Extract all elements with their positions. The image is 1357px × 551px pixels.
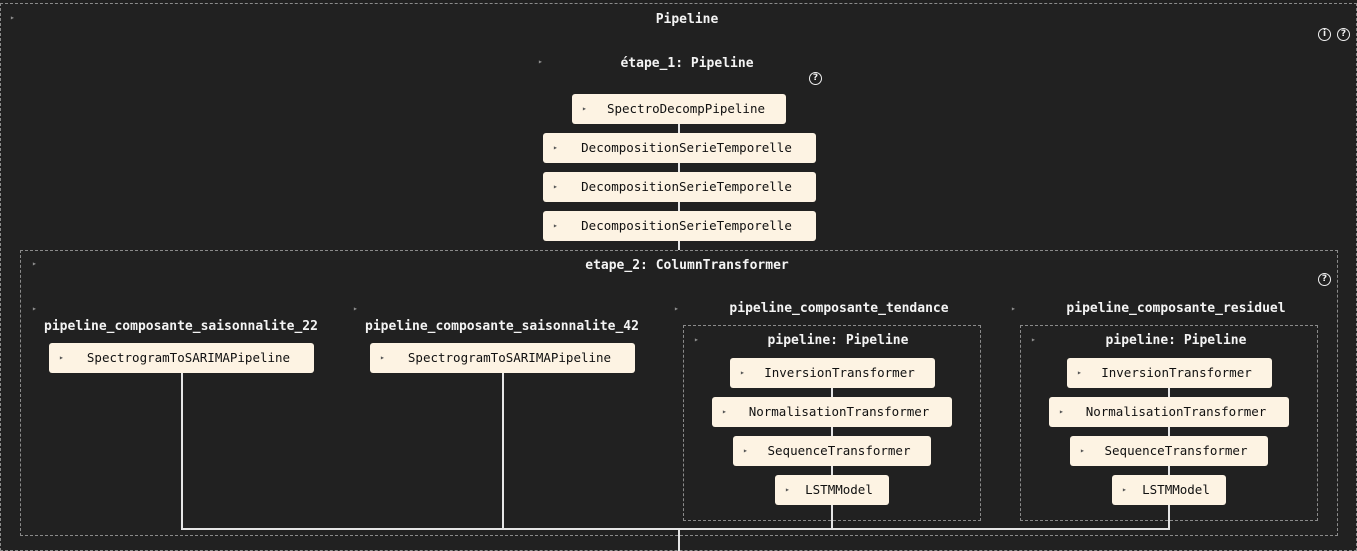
toggle-icon: ▸ xyxy=(553,182,558,191)
connector-line xyxy=(181,528,1170,530)
estimator-sarima-22[interactable]: ▸ SpectrogramToSARIMAPipeline xyxy=(49,343,314,373)
estimator-label: SpectrogramToSARIMAPipeline xyxy=(86,350,291,365)
col3-step-normalisation[interactable]: ▸ NormalisationTransformer xyxy=(712,397,952,427)
info-icon[interactable]: i xyxy=(1318,28,1331,41)
root-pipeline-title: Pipeline xyxy=(655,12,719,27)
step-label: NormalisationTransformer xyxy=(748,404,930,419)
connector-line xyxy=(502,373,504,530)
col3-step-inversion[interactable]: ▸ InversionTransformer xyxy=(730,358,935,388)
etape1-toggle-icon[interactable]: ▸ xyxy=(538,57,543,66)
step-label: DecompositionSerieTemporelle xyxy=(581,218,792,233)
col4-inner-toggle-icon[interactable]: ▸ xyxy=(1031,335,1036,344)
step-decomposition-3[interactable]: ▸ DecompositionSerieTemporelle xyxy=(543,211,816,241)
col4-step-normalisation[interactable]: ▸ NormalisationTransformer xyxy=(1049,397,1289,427)
etape1-help-icon[interactable]: ? xyxy=(809,72,822,85)
toggle-icon: ▸ xyxy=(1122,485,1127,494)
step-label: NormalisationTransformer xyxy=(1085,404,1267,419)
toggle-icon: ▸ xyxy=(722,407,727,416)
etape2-help-icon[interactable]: ? xyxy=(1318,273,1331,286)
col3-title: pipeline_composante_tendance xyxy=(729,301,949,316)
root-toggle-icon[interactable]: ▸ xyxy=(10,13,15,22)
step-label: DecompositionSerieTemporelle xyxy=(581,140,792,155)
col3-step-lstm[interactable]: ▸ LSTMModel xyxy=(775,475,889,505)
col3-inner-title: pipeline: Pipeline xyxy=(767,333,909,348)
step-spectrodecomp[interactable]: ▸ SpectroDecompPipeline xyxy=(572,94,786,124)
toggle-icon: ▸ xyxy=(743,446,748,455)
help-icon[interactable]: ? xyxy=(1337,28,1350,41)
toggle-icon: ▸ xyxy=(380,353,385,362)
toggle-icon: ▸ xyxy=(582,104,587,113)
toggle-icon: ▸ xyxy=(1080,446,1085,455)
connector-line xyxy=(181,373,183,530)
step-label: SequenceTransformer xyxy=(1104,443,1248,458)
step-decomposition-1[interactable]: ▸ DecompositionSerieTemporelle xyxy=(543,133,816,163)
col4-title: pipeline_composante_residuel xyxy=(1066,301,1286,316)
step-label: LSTMModel xyxy=(1142,482,1210,497)
col4-inner-title: pipeline: Pipeline xyxy=(1105,333,1247,348)
col2-toggle-icon[interactable]: ▸ xyxy=(353,304,358,313)
step-label: DecompositionSerieTemporelle xyxy=(581,179,792,194)
toggle-icon: ▸ xyxy=(553,143,558,152)
col4-toggle-icon[interactable]: ▸ xyxy=(1011,304,1016,313)
step-label: SpectroDecompPipeline xyxy=(606,101,766,116)
etape1-title: étape_1: Pipeline xyxy=(620,56,754,71)
step-label: SequenceTransformer xyxy=(767,443,911,458)
toggle-icon: ▸ xyxy=(1059,407,1064,416)
col1-title: pipeline_composante_saisonnalite_22 xyxy=(44,319,318,334)
toggle-icon: ▸ xyxy=(785,485,790,494)
col3-inner-toggle-icon[interactable]: ▸ xyxy=(694,335,699,344)
col4-step-lstm[interactable]: ▸ LSTMModel xyxy=(1112,475,1226,505)
toggle-icon: ▸ xyxy=(59,353,64,362)
toggle-icon: ▸ xyxy=(740,368,745,377)
connector-line xyxy=(678,528,680,551)
step-decomposition-2[interactable]: ▸ DecompositionSerieTemporelle xyxy=(543,172,816,202)
col3-toggle-icon[interactable]: ▸ xyxy=(674,304,679,313)
col4-step-inversion[interactable]: ▸ InversionTransformer xyxy=(1067,358,1272,388)
col3-inner-pipeline xyxy=(683,325,981,521)
estimator-sarima-42[interactable]: ▸ SpectrogramToSARIMAPipeline xyxy=(370,343,635,373)
etape2-toggle-icon[interactable]: ▸ xyxy=(32,259,37,268)
estimator-label: SpectrogramToSARIMAPipeline xyxy=(407,350,612,365)
toggle-icon: ▸ xyxy=(553,221,558,230)
col4-step-sequence[interactable]: ▸ SequenceTransformer xyxy=(1070,436,1268,466)
etape2-title: etape_2: ColumnTransformer xyxy=(585,258,789,273)
col2-title: pipeline_composante_saisonnalite_42 xyxy=(365,319,639,334)
col1-toggle-icon[interactable]: ▸ xyxy=(32,304,37,313)
step-label: LSTMModel xyxy=(805,482,873,497)
col3-step-sequence[interactable]: ▸ SequenceTransformer xyxy=(733,436,931,466)
col4-inner-pipeline xyxy=(1020,325,1318,521)
toggle-icon: ▸ xyxy=(1077,368,1082,377)
step-label: InversionTransformer xyxy=(1101,365,1252,380)
step-label: InversionTransformer xyxy=(764,365,915,380)
